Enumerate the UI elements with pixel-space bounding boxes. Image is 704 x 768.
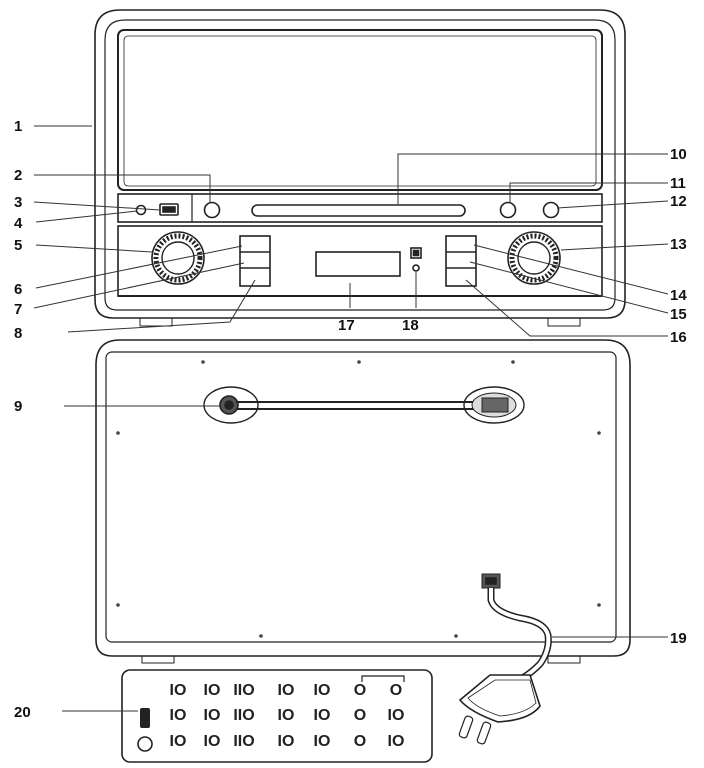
- indicator-square: [410, 247, 422, 259]
- callout-16: 16: [670, 329, 687, 346]
- remote-button-label: IO: [170, 733, 187, 750]
- callout-15: 15: [670, 306, 687, 323]
- remote-button-label: IIO: [233, 707, 254, 724]
- remote-body: [121, 669, 433, 763]
- button-11: [499, 201, 517, 219]
- tuning-knob: [507, 231, 561, 285]
- back-panel: [105, 351, 617, 643]
- back-outer-shell: [95, 339, 631, 657]
- headphone-jack: [135, 204, 147, 216]
- back-view: [95, 339, 631, 745]
- remote-button-label: O: [354, 682, 366, 699]
- remote-button-label: IO: [314, 733, 331, 750]
- remote-button-label: IIO: [233, 733, 254, 750]
- remote-button-label: IO: [204, 682, 221, 699]
- callout-14: 14: [670, 287, 687, 304]
- callout-labels: 1 2 3 4 5 6 7 8 9 10 11 12 13 14 15 16 1…: [14, 118, 687, 721]
- front-foot-left: [139, 317, 173, 327]
- callout-1: 1: [14, 118, 22, 135]
- remote-ir-window: [140, 708, 150, 728]
- remote-button-label: O: [390, 682, 402, 699]
- callout-17: 17: [338, 317, 355, 334]
- remote-button-label: IO: [170, 682, 187, 699]
- remote-button-label: IIO: [233, 682, 254, 699]
- front-view: [94, 9, 626, 327]
- dust-cover-inner: [123, 35, 597, 187]
- front-foot-right: [547, 317, 581, 327]
- lid-inner: [104, 19, 616, 311]
- leader-lines: [33, 125, 669, 712]
- callout-4: 4: [14, 215, 23, 232]
- callout-5: 5: [14, 237, 22, 254]
- right-button-stack: [445, 235, 477, 287]
- lid-outer: [94, 9, 626, 319]
- callout-9: 9: [14, 398, 22, 415]
- callout-7: 7: [14, 301, 22, 318]
- button-2: [203, 201, 221, 219]
- callout-20: 20: [14, 704, 31, 721]
- remote-button-label: IO: [278, 682, 295, 699]
- callout-8: 8: [14, 325, 22, 342]
- callout-19: 19: [670, 630, 687, 647]
- left-button-stack: [239, 235, 271, 287]
- dust-cover-window: [117, 29, 603, 191]
- callout-13: 13: [670, 236, 687, 253]
- callout-10: 10: [670, 146, 687, 163]
- remote-power-button: [137, 736, 153, 752]
- remote-button-label: IO: [388, 707, 405, 724]
- top-control-strip: [117, 193, 603, 223]
- volume-knob: [151, 231, 205, 285]
- cd-slot: [251, 204, 466, 217]
- callout-18: 18: [402, 317, 419, 334]
- power-cord: [458, 573, 552, 745]
- callout-11: 11: [670, 175, 686, 192]
- callout-3: 3: [14, 194, 22, 211]
- callout-6: 6: [14, 281, 22, 298]
- indicator-led: [412, 264, 420, 272]
- callout-2: 2: [14, 167, 22, 184]
- remote-button-label: IO: [314, 682, 331, 699]
- remote-button-label: O: [354, 733, 366, 750]
- remote-button-label: IO: [278, 733, 295, 750]
- fm-antenna: [203, 386, 525, 424]
- remote-button-label: IO: [278, 707, 295, 724]
- remote-button-label: IO: [204, 733, 221, 750]
- remote-button-label: O: [354, 707, 366, 724]
- lcd-display: [315, 251, 401, 277]
- callout-12: 12: [670, 193, 687, 210]
- remote-button-label: IO: [204, 707, 221, 724]
- remote-button-label: IO: [170, 707, 187, 724]
- main-control-panel: [117, 225, 603, 297]
- button-12: [542, 201, 560, 219]
- remote-button-label: IO: [388, 733, 405, 750]
- remote-button-label: IO: [314, 707, 331, 724]
